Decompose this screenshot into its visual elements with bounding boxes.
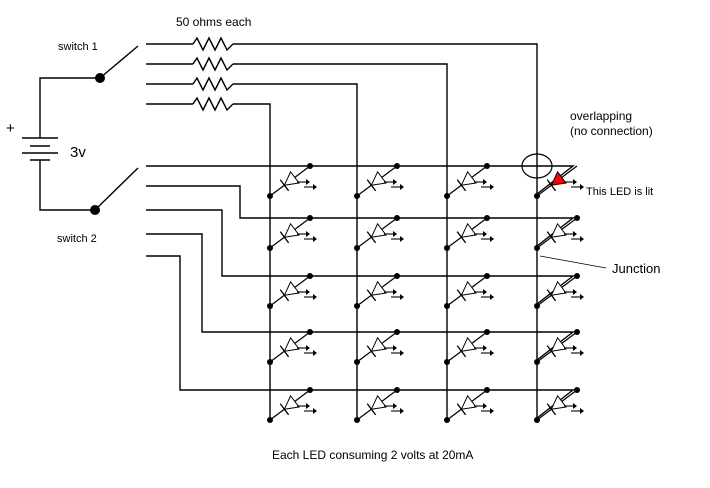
- column-junction-dot: [354, 245, 360, 251]
- row-junction-dot: [484, 273, 490, 279]
- row-junction-dot: [484, 215, 490, 221]
- row-junction-dot: [574, 387, 580, 393]
- row-junction-dot: [307, 273, 313, 279]
- column-junction-dot: [267, 359, 273, 365]
- row-junction-dot: [394, 163, 400, 169]
- switch-2[interactable]: [90, 167, 139, 215]
- led: [269, 331, 317, 363]
- row-junction-dot: [484, 387, 490, 393]
- resistor-note: 50 ohms each: [176, 15, 251, 29]
- led: [536, 389, 584, 421]
- led: [446, 389, 494, 421]
- column-wire-3: [233, 63, 448, 418]
- row-junction-dot: [394, 387, 400, 393]
- row-junction-dot: [574, 329, 580, 335]
- led: [269, 165, 317, 197]
- led: [446, 275, 494, 307]
- led: [356, 331, 404, 363]
- column-junction-dot: [444, 417, 450, 423]
- column-wire-2: [233, 83, 358, 418]
- row-junction-dot: [307, 163, 313, 169]
- wire-switch1-to-battery: [39, 77, 100, 138]
- row-junction-dot: [394, 215, 400, 221]
- row-junction-dot: [484, 163, 490, 169]
- battery-voltage-label: 3v: [70, 144, 86, 161]
- battery-plus-label: +: [6, 120, 15, 137]
- led: [356, 389, 404, 421]
- battery-symbol: [22, 137, 58, 161]
- led: [446, 217, 494, 249]
- resistors: [192, 36, 234, 112]
- led: [356, 165, 404, 197]
- column-junction-dot: [534, 245, 540, 251]
- switch1-arm: [99, 45, 139, 79]
- led: [269, 217, 317, 249]
- led: [269, 389, 317, 421]
- switch2-label: switch 2: [57, 233, 97, 245]
- switch1-label: switch 1: [58, 41, 98, 53]
- column-junction-dot: [444, 359, 450, 365]
- column-junction-dot: [444, 245, 450, 251]
- column-wire-4: [233, 43, 538, 418]
- led: [536, 217, 584, 249]
- led: [536, 331, 584, 363]
- column-wires: [146, 36, 538, 418]
- column-junction-dot: [354, 303, 360, 309]
- junction-label: Junction: [612, 261, 660, 276]
- led: [446, 165, 494, 197]
- led-lit: [536, 165, 584, 197]
- column-junction-dot: [444, 303, 450, 309]
- lit-led-label: This LED is lit: [586, 186, 653, 198]
- overlap-label-line1: overlapping: [570, 109, 632, 123]
- caption: Each LED consuming 2 volts at 20mA: [272, 448, 473, 462]
- junction-pointer: [539, 255, 607, 269]
- column-junction-dot: [444, 193, 450, 199]
- battery-circuit: + 3v switch 1 switch 2: [6, 41, 139, 245]
- row-junction-dot: [484, 329, 490, 335]
- row-junction-dot: [307, 215, 313, 221]
- column-wire-1: [233, 103, 271, 418]
- switch2-arm: [94, 167, 139, 211]
- column-junction-dot: [267, 303, 273, 309]
- column-junction-dot: [354, 359, 360, 365]
- row-wire-1: [146, 165, 576, 195]
- led: [536, 275, 584, 307]
- row-junction-dot: [394, 329, 400, 335]
- column-junction-dot: [354, 417, 360, 423]
- column-junction-dot: [534, 193, 540, 199]
- row-junction-dot: [307, 387, 313, 393]
- row-junction-dot: [574, 215, 580, 221]
- column-junction-dot: [534, 303, 540, 309]
- column-junction-dot: [534, 359, 540, 365]
- led: [356, 275, 404, 307]
- row-wires: [146, 165, 576, 419]
- column-junction-dot: [267, 245, 273, 251]
- led: [269, 275, 317, 307]
- row-junction-dot: [307, 329, 313, 335]
- row-wire-3: [146, 209, 576, 305]
- column-junction-dot: [534, 417, 540, 423]
- switch-1[interactable]: [95, 45, 139, 83]
- column-junction-dot: [354, 193, 360, 199]
- overlap-circle: [521, 153, 553, 179]
- row-wire-5: [146, 255, 576, 419]
- row-wire-2: [146, 185, 576, 247]
- row-junction-dot: [394, 273, 400, 279]
- led: [356, 217, 404, 249]
- column-junction-dot: [267, 417, 273, 423]
- row-wire-4: [146, 233, 576, 361]
- led-grid: [267, 163, 584, 423]
- row-junction-dot: [574, 273, 580, 279]
- overlap-label-line2: (no connection): [570, 124, 653, 138]
- column-junction-dot: [267, 193, 273, 199]
- led: [446, 331, 494, 363]
- wire-battery-to-switch2: [39, 160, 95, 211]
